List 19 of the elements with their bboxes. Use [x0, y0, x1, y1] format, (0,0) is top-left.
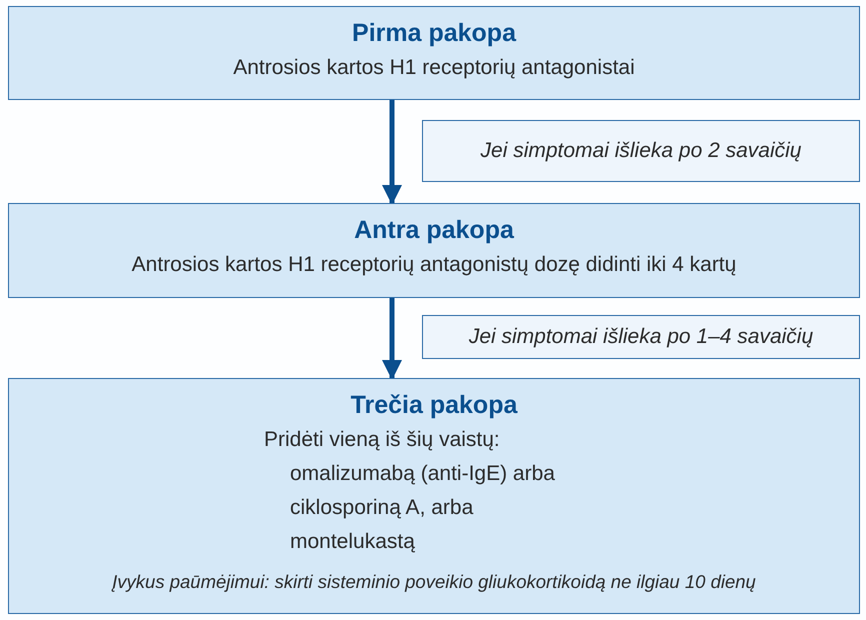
arrow — [382, 298, 402, 380]
step-heading: Antra pakopa — [354, 215, 514, 246]
footnote: Įvykus paūmėjimui: skirti sisteminio poveikio gliukokortikoidą ne ilgiau 10 dienų — [112, 571, 756, 593]
list-item: omalizumabą (anti-IgE) arba — [290, 461, 555, 487]
step-box — [8, 203, 860, 298]
step-box — [8, 6, 860, 100]
step-box — [8, 378, 860, 614]
step-heading: Pirma pakopa — [352, 18, 516, 49]
list-item: ciklosporiną A, arba — [290, 495, 474, 521]
condition-box — [422, 315, 860, 359]
list-item: montelukastą — [290, 529, 416, 555]
step-description: Antrosios kartos H1 receptorių antagonistai — [233, 55, 635, 81]
step-description: Pridėti vieną iš šių vaistų: — [264, 427, 501, 453]
step-heading: Trečia pakopa — [350, 390, 518, 421]
condition-box — [422, 120, 860, 182]
condition-note: Jei simptomai išlieka po 2 savaičių — [480, 139, 802, 163]
condition-note: Jei simptomai išlieka po 1–4 savaičių — [468, 325, 814, 349]
step-description: Antrosios kartos H1 receptorių antagonistų dozę didinti iki 4 kartų — [132, 252, 736, 278]
arrow — [382, 100, 402, 205]
